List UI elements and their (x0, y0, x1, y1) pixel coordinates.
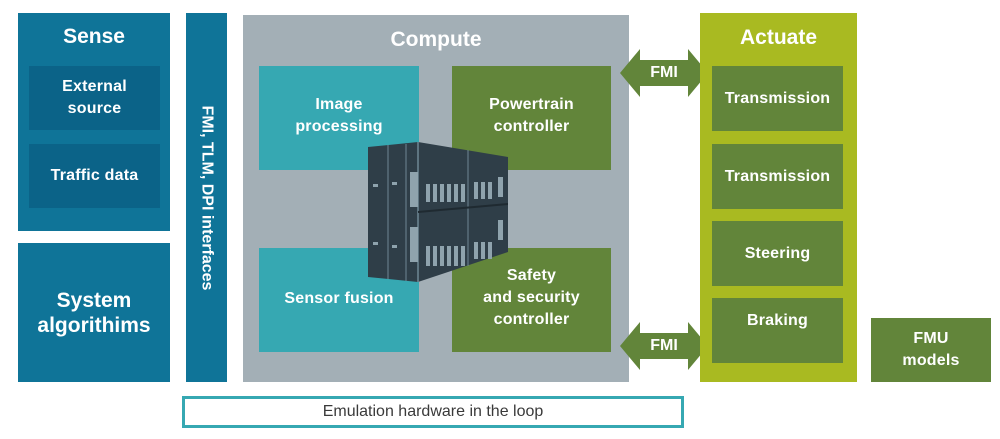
safety-line3: controller (493, 311, 570, 328)
double-arrow-icon (620, 322, 708, 370)
actuate-item-label: Steering (744, 244, 811, 262)
safety-line1: Safety (506, 267, 557, 284)
actuate-panel: Actuate Transmission Transmission Steeri… (700, 13, 857, 382)
powertrain-controller-block: Powertrain controller (452, 66, 611, 170)
fmu-models-block: FMU models (871, 318, 991, 382)
compute-panel: Compute Image processing Powertrain cont… (243, 15, 629, 382)
fmu-line2: models (902, 352, 960, 369)
actuate-title: Actuate (739, 26, 818, 49)
interfaces-label: FMI, TLM, DPI interfaces (198, 105, 216, 290)
emulation-hardware-bar: Emulation hardware in the loop (182, 396, 684, 428)
fmi-connector-top: FMI (620, 49, 708, 97)
interfaces-bar: FMI, TLM, DPI interfaces (186, 13, 227, 382)
actuate-item-label: Braking (747, 311, 808, 329)
system-algorithms-line2: algorithims (37, 313, 151, 337)
actuate-item-label: Transmission (724, 89, 831, 107)
actuate-item-steering: Steering (712, 221, 843, 286)
fmu-line1: FMU (913, 330, 949, 347)
external-source-block: External source (29, 66, 160, 130)
double-arrow-icon (620, 49, 708, 97)
server-rack-icon (368, 142, 508, 282)
external-source-line1: External (62, 78, 127, 95)
fmi-label-bottom: FMI (650, 337, 678, 354)
safety-security-controller-block: Safety and security controller (452, 248, 611, 352)
fmi-label-top: FMI (650, 64, 678, 81)
image-processing-line2: processing (295, 118, 383, 135)
traffic-data-block: Traffic data (29, 144, 160, 208)
system-algorithms-block: System algorithims (18, 243, 170, 382)
actuate-item-transmission-1: Transmission (712, 66, 843, 131)
image-processing-block: Image processing (259, 66, 419, 170)
actuate-item-transmission-2: Transmission (712, 144, 843, 209)
powertrain-line1: Powertrain (489, 96, 574, 113)
actuate-item-label: Transmission (724, 167, 831, 185)
traffic-data-label: Traffic data (50, 167, 139, 184)
external-source-line2: source (67, 100, 122, 117)
powertrain-line2: controller (493, 118, 570, 135)
safety-line2: and security (483, 289, 580, 306)
sense-title: Sense (63, 25, 125, 48)
sensor-fusion-label: Sensor fusion (284, 290, 394, 307)
emulation-label: Emulation hardware in the loop (322, 403, 544, 420)
compute-title: Compute (390, 28, 482, 51)
system-algorithms-line1: System (56, 288, 132, 312)
actuate-item-braking: Braking (712, 298, 843, 363)
fmi-connector-bottom: FMI (620, 322, 708, 370)
image-processing-line1: Image (315, 96, 363, 113)
sense-panel: Sense External source Traffic data (18, 13, 170, 231)
